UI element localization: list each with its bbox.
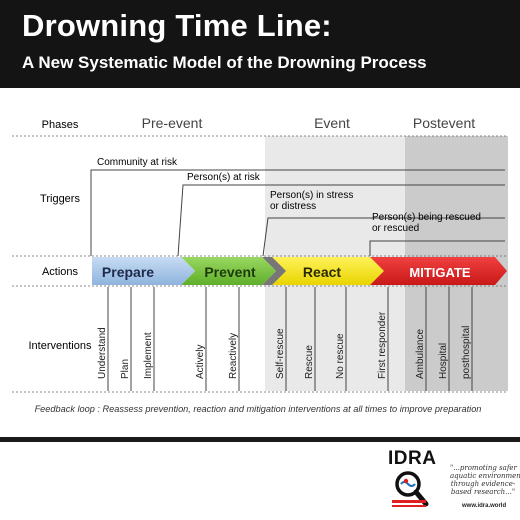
action-label-prepare: Prepare	[102, 264, 154, 280]
intervention-label: posthospital	[461, 326, 472, 379]
mitigate-arrow	[370, 257, 507, 285]
intervention-label: Plan	[120, 359, 131, 379]
logo-tagline: "...promoting safer aquatic environments…	[450, 464, 520, 496]
react-arrow	[266, 257, 384, 285]
intervention-label: Actively	[195, 345, 206, 379]
phase-label-event: Event	[314, 115, 350, 131]
action-label-react: React	[303, 264, 341, 280]
intervention-label: Implement	[143, 332, 154, 379]
trigger-brackets	[90, 169, 505, 257]
row-label-interventions: Interventions	[29, 340, 92, 352]
react-arrow-gray-notch	[262, 257, 286, 285]
intervention-label: Reactively	[228, 333, 239, 379]
intervention-label: No rescue	[335, 333, 346, 379]
page-subtitle: A New Systematic Model of the Drowning P…	[22, 53, 427, 72]
intervention-label: Self-rescue	[275, 328, 286, 379]
trigger-bracket-community	[90, 169, 505, 256]
trigger-label-community: Community at risk	[97, 157, 178, 168]
row-label-actions: Actions	[42, 266, 79, 278]
intervention-label: Hospital	[438, 343, 449, 379]
intervention-label: First responder	[377, 311, 388, 379]
row-label-triggers: Triggers	[40, 193, 80, 205]
intervention-label: Ambulance	[415, 329, 426, 379]
trigger-bracket-stress	[262, 217, 505, 257]
header-banner: Drowning Time Line: A New Systematic Mod…	[0, 0, 520, 88]
intervention-label: Understand	[97, 327, 108, 379]
footer-divider	[0, 437, 520, 442]
magnifier-icon	[392, 471, 429, 507]
action-label-prevent: Prevent	[204, 264, 256, 280]
trigger-label-persons-at-risk: Person(s) at risk	[187, 172, 261, 183]
intervention-label: Rescue	[304, 345, 315, 379]
idra-logo: IDRA "...promoting safer aquatic environ…	[388, 448, 520, 516]
trigger-bracket-persons-at-risk	[177, 184, 505, 257]
row-label-phases: Phases	[42, 119, 79, 131]
logo-website: www.idra.world	[462, 503, 507, 509]
trigger-bracket-rescued	[369, 240, 505, 256]
phase-label-postevent: Postevent	[413, 115, 475, 131]
drowning-timeline-diagram: Phases Triggers Actions Interventions Pr…	[12, 115, 508, 414]
feedback-loop-text: Feedback loop : Reassess prevention, rea…	[35, 404, 482, 414]
action-label-mitigate: MITIGATE	[409, 265, 470, 280]
prevent-arrow	[181, 257, 276, 285]
logo-name: IDRA	[388, 448, 437, 469]
phase-label-pre-event: Pre-event	[142, 115, 203, 131]
page-title: Drowning Time Line:	[22, 8, 332, 43]
prepare-arrow	[92, 257, 195, 285]
